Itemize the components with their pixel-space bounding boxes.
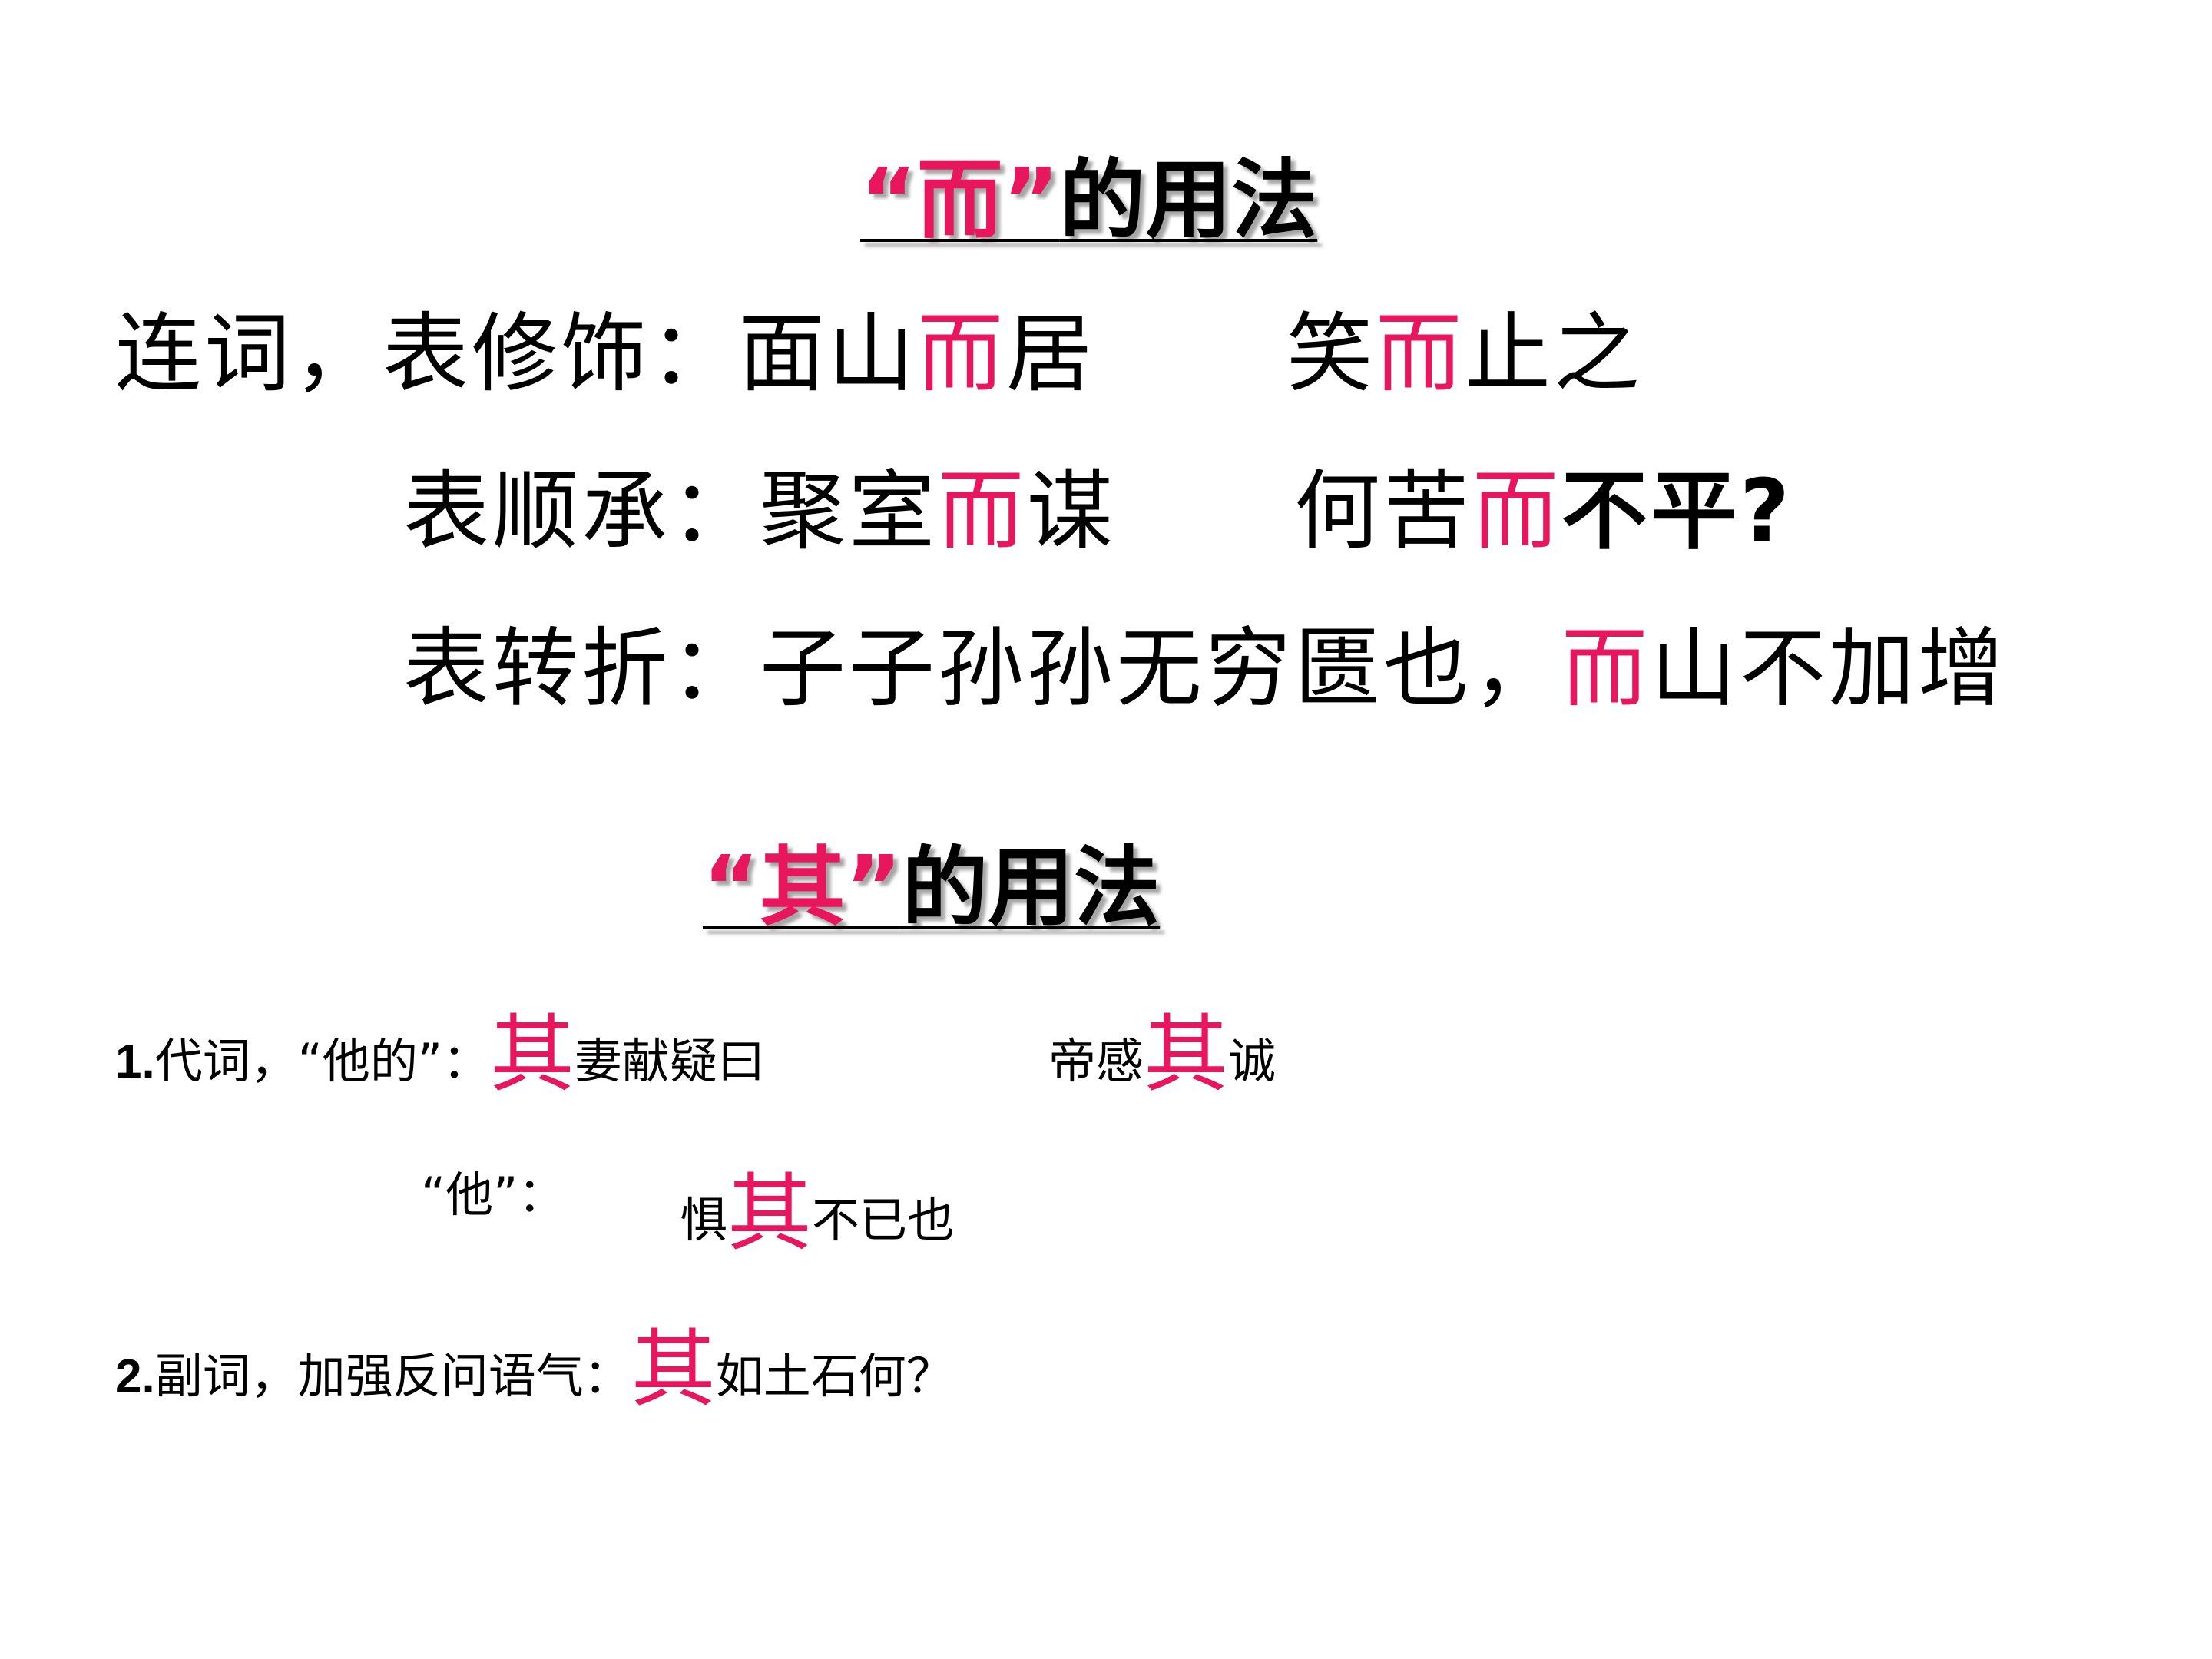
er-example-text: 何苦 <box>1294 462 1472 561</box>
er-example-text: 笑 <box>1286 304 1376 404</box>
qi-highlight: 其 <box>489 1005 575 1104</box>
er-example-text: 面山 <box>739 304 917 404</box>
qi-highlight: 其 <box>631 1320 716 1419</box>
heading-er-quote: “而” <box>860 151 1060 250</box>
qi-row-number: 2. <box>115 1350 155 1403</box>
qi-highlight: 其 <box>1144 1005 1229 1104</box>
er-row-contrast: 表转折：子子孙孙无穷匮也，而山不加增 <box>403 626 2007 712</box>
qi-example-text: 妻献疑曰 <box>574 1033 765 1089</box>
qi-row-pronoun-label: “他”： <box>421 1171 565 1219</box>
qi-row-adverb: 2.副词，加强反问语气：其如土石何？ <box>115 1327 954 1412</box>
qi-row-label: 代词，“他的”： <box>154 1033 490 1089</box>
heading-qi-quote: “其” <box>703 838 902 938</box>
er-highlight: 而 <box>1561 619 1651 719</box>
er-example-text: 山不加增 <box>1651 619 2007 719</box>
er-example-text: 止之 <box>1465 304 1643 404</box>
qi-example-text: 如土石何？ <box>715 1348 954 1404</box>
qi-row-number: 1. <box>115 1035 155 1088</box>
er-highlight: 而 <box>917 304 1006 404</box>
er-row-sequence-label: 表顺承： <box>403 462 760 561</box>
heading-qi: “其”的用法 <box>703 845 1160 931</box>
er-example-text: 不平? <box>1561 462 1793 561</box>
heading-er: “而”的用法 <box>860 157 1317 243</box>
qi-example-text: 帝感 <box>1048 1033 1144 1089</box>
qi-row-label: “他”： <box>421 1167 566 1223</box>
er-example-text: 居 <box>1006 304 1095 404</box>
er-row-modifier-example2: 笑而止之 <box>1286 311 1643 397</box>
er-highlight: 而 <box>938 462 1027 561</box>
qi-row-pronoun-possessive-example2: 帝感其诚 <box>1048 1012 1276 1097</box>
er-row-contrast-label: 表转折： <box>403 619 760 719</box>
qi-row-pronoun-possessive: 1.代词，“他的”：其妻献疑曰 <box>115 1012 765 1097</box>
qi-row-pronoun-example: 惧其不已也 <box>680 1171 955 1256</box>
qi-row-label: 副词，加强反问语气： <box>154 1348 631 1404</box>
qi-example-text: 惧 <box>680 1192 728 1248</box>
er-example-text: 子子孙孙无穷匮也， <box>760 619 1561 719</box>
er-row-modifier: 连词，表修饰：面山而居 <box>115 311 1095 397</box>
er-row-sequence: 表顺承：聚室而谋 <box>403 469 1116 555</box>
qi-example-text: 诚 <box>1228 1033 1277 1089</box>
er-example-text: 谋 <box>1027 462 1116 561</box>
er-highlight: 而 <box>1376 304 1465 404</box>
er-row-modifier-label: 连词，表修饰： <box>115 304 739 404</box>
heading-qi-title: 的用法 <box>902 838 1161 938</box>
qi-highlight: 其 <box>727 1164 813 1263</box>
qi-example-text: 不已也 <box>812 1192 955 1248</box>
er-highlight: 而 <box>1472 462 1561 561</box>
heading-er-title: 的用法 <box>1059 151 1318 250</box>
er-row-sequence-example2: 何苦而不平? <box>1294 469 1793 555</box>
er-example-text: 聚室 <box>760 462 938 561</box>
